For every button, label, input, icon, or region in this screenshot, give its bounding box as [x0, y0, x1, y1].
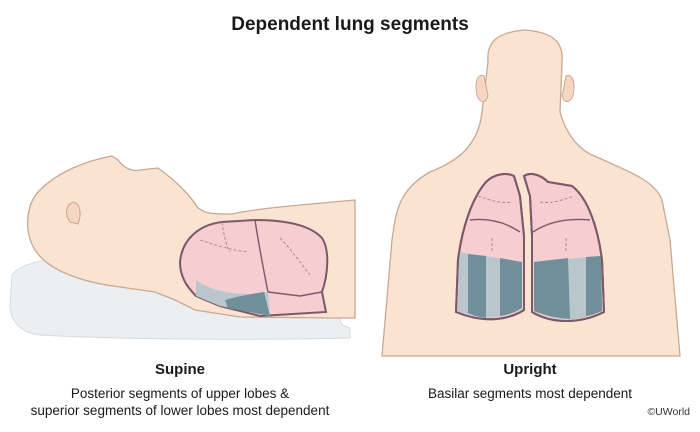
- supine-label: Supine: [154, 361, 205, 378]
- upright-description-line-1: Basilar segments most dependent: [427, 386, 633, 401]
- copyright-credit: ©UWorld: [647, 406, 690, 418]
- upright-fissures: [469, 218, 591, 233]
- upright-right-basilar-dark: [534, 256, 602, 319]
- supine-description-line-2: superior segments of lower lobes most de…: [30, 403, 330, 418]
- upright-segment-lines: [477, 195, 575, 252]
- upright-lung-outlines: [454, 173, 606, 322]
- upright-label: Upright: [503, 361, 557, 378]
- figure-title: Dependent lung segments: [231, 14, 469, 35]
- supine-caption: Supine Posterior segments of upper lobes…: [0, 361, 360, 419]
- upright-figure: [381, 29, 681, 357]
- upright-left-basilar-dark: [468, 254, 522, 318]
- supine-dependent-region-dark: [225, 292, 270, 316]
- upright-caption: Upright Basilar segments most dependent: [360, 361, 700, 402]
- supine-description-line-1: Posterior segments of upper lobes &: [70, 386, 290, 401]
- supine-fissure: [254, 219, 323, 297]
- supine-figure: [9, 155, 356, 340]
- right-ear: [561, 74, 575, 103]
- supine-segment-lines: [199, 221, 311, 276]
- left-ear: [475, 74, 489, 103]
- ear: [66, 201, 81, 225]
